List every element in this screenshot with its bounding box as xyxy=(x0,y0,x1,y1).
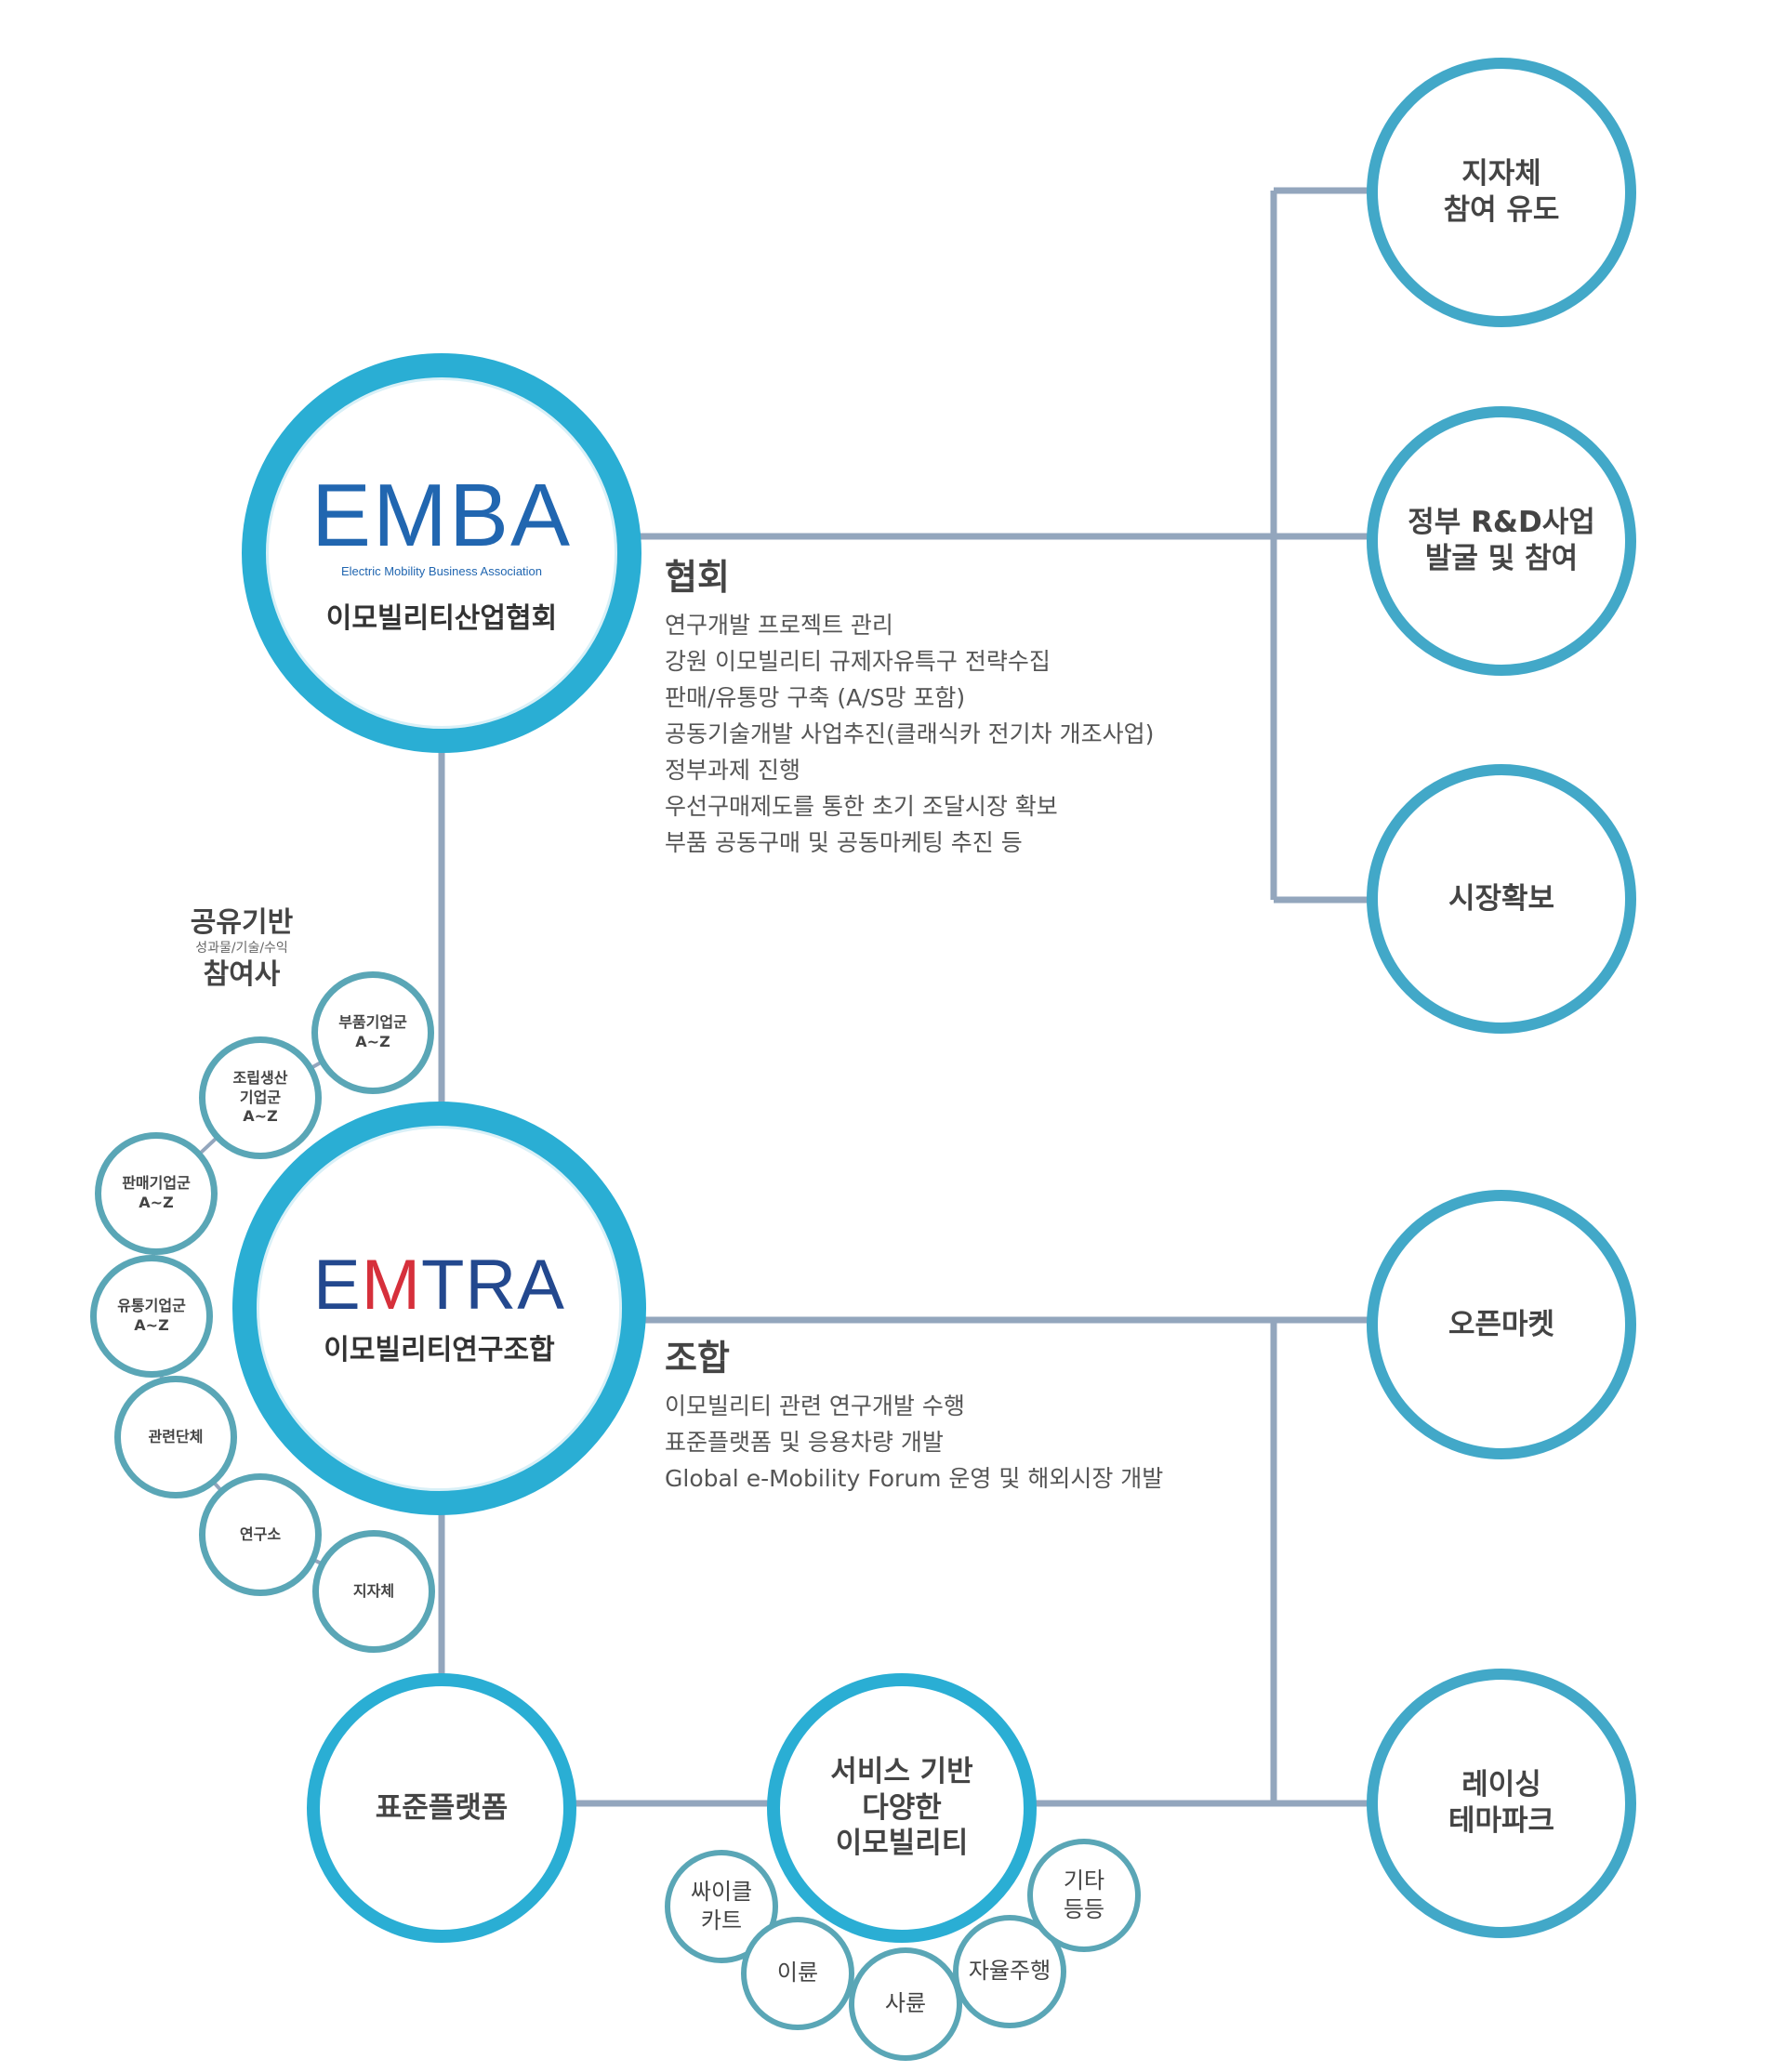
emtra-hub-circle: EMTRA 이모빌리티연구조합 xyxy=(232,1102,646,1515)
circle-market-secure: 시장확보 xyxy=(1367,764,1636,1034)
participant-assembly-companies: 조립생산 기업군 A~Z xyxy=(199,1036,322,1159)
participant-label: A~Z xyxy=(355,1033,390,1050)
participant-sales-companies: 판매기업군 A~Z xyxy=(95,1132,218,1255)
association-description: 협회 연구개발 프로젝트 관리 강원 이모빌리티 규제자유특구 전략수집 판매/… xyxy=(665,548,1154,861)
emba-hub-circle: EMBA Electric Mobility Business Associat… xyxy=(242,353,641,753)
participant-label: 기업군 xyxy=(239,1088,282,1106)
circle-label: 지자체 xyxy=(1461,157,1541,191)
emtra-logo-e: E xyxy=(312,1245,362,1325)
service-type-label: 등등 xyxy=(1063,1896,1105,1922)
circle-label: 표준플랫폼 xyxy=(375,1790,509,1825)
service-type-label: 자율주행 xyxy=(968,1958,1051,1985)
emtra-logo: EMTRA xyxy=(313,1249,565,1321)
association-item: 부품 공동구매 및 공동마케팅 추진 등 xyxy=(665,829,1023,856)
association-item: 판매/유통망 구축 (A/S망 포함) xyxy=(665,684,966,711)
participant-label: 유통기업군 xyxy=(117,1297,186,1315)
association-item: 강원 이모빌리티 규제자유특구 전략수집 xyxy=(665,648,1051,675)
participant-research-institute: 연구소 xyxy=(199,1473,322,1596)
association-item: 우선구매제도를 통한 초기 조달시장 확보 xyxy=(665,793,1058,820)
participant-label: 부품기업군 xyxy=(338,1013,407,1032)
participant-distribution-companies: 유통기업군 A~Z xyxy=(90,1255,213,1378)
circle-label: 시장확보 xyxy=(1448,881,1555,916)
service-type-label: 기타 xyxy=(1063,1867,1105,1894)
service-type-label: 이륜 xyxy=(776,1960,819,1986)
circle-label: 발굴 및 참여 xyxy=(1424,542,1579,575)
union-item: 이모빌리티 관련 연구개발 수행 xyxy=(665,1392,965,1419)
circle-label: 레이싱 xyxy=(1461,1768,1541,1802)
association-title: 협회 xyxy=(665,557,730,598)
circle-label: 정부 R&D사업 xyxy=(1408,506,1595,540)
participant-label: 관련단체 xyxy=(148,1427,204,1445)
circle-label: 서비스 기반 xyxy=(830,1754,973,1788)
union-title: 조합 xyxy=(665,1338,730,1379)
service-type-label: 사륜 xyxy=(884,1990,927,2017)
participant-label: 지자체 xyxy=(352,1581,395,1600)
participant-label: A~Z xyxy=(243,1107,278,1126)
union-item: Global e-Mobility Forum 운영 및 해외시장 개발 xyxy=(665,1465,1164,1492)
emba-name: 이모빌리티산업협회 xyxy=(325,601,558,635)
circle-label: 참여 유도 xyxy=(1443,193,1560,227)
emtra-logo-tra: TRA xyxy=(421,1245,565,1325)
circle-label: 테마파크 xyxy=(1448,1804,1555,1838)
service-type-others: 기타 등등 xyxy=(1027,1839,1141,1952)
association-item: 정부과제 진행 xyxy=(665,757,800,784)
union-item: 표준플랫폼 및 응용차량 개발 xyxy=(665,1429,944,1456)
association-item: 연구개발 프로젝트 관리 xyxy=(665,612,893,639)
emba-logo-subtitle: Electric Mobility Business Association xyxy=(340,563,543,578)
circle-racing-themepark: 레이싱 테마파크 xyxy=(1367,1669,1636,1938)
emtra-name: 이모빌리티연구조합 xyxy=(324,1333,555,1366)
circle-label: 오픈마켓 xyxy=(1448,1307,1555,1341)
emtra-logo-m: M xyxy=(361,1245,421,1325)
service-type-two-wheel: 이륜 xyxy=(741,1917,854,2030)
service-type-four-wheel: 사륜 xyxy=(849,1947,962,2061)
participant-label: A~Z xyxy=(134,1316,169,1334)
participant-label: A~Z xyxy=(139,1194,174,1211)
participant-label: 조립생산 xyxy=(232,1068,288,1087)
service-type-label: 카트 xyxy=(700,1907,743,1933)
service-type-label: 싸이클 xyxy=(690,1878,753,1905)
participant-local-government: 지자체 xyxy=(312,1530,435,1653)
participant-parts-companies: 부품기업군 A~Z xyxy=(311,971,434,1094)
sharing-title: 공유기반 xyxy=(190,906,294,939)
circle-service-mobility: 서비스 기반 다양한 이모빌리티 xyxy=(767,1673,1037,1943)
emba-logo: EMBA xyxy=(311,465,573,565)
association-item: 공동기술개발 사업추진(클래식카 전기차 개조사업) xyxy=(665,720,1155,747)
sharing-base-label: 공유기반 성과물/기술/수익 참여사 xyxy=(177,906,307,992)
sharing-subtitle: 성과물/기술/수익 xyxy=(195,941,288,956)
participant-label: 판매기업군 xyxy=(122,1174,191,1193)
circle-gov-rnd: 정부 R&D사업 발굴 및 참여 xyxy=(1367,406,1636,676)
sharing-participants-title: 참여사 xyxy=(203,957,281,991)
circle-label: 다양한 xyxy=(862,1790,942,1825)
circle-label: 이모빌리티 xyxy=(835,1827,969,1861)
circle-standard-platform: 표준플랫폼 xyxy=(307,1673,576,1943)
participant-related-organizations: 관련단체 xyxy=(114,1376,237,1498)
circle-open-market: 오픈마켓 xyxy=(1367,1190,1636,1459)
union-description: 조합 이모빌리티 관련 연구개발 수행 표준플랫폼 및 응용차량 개발 Glob… xyxy=(665,1329,1163,1497)
circle-local-gov-participation: 지자체 참여 유도 xyxy=(1367,58,1636,327)
participant-label: 연구소 xyxy=(239,1524,282,1543)
